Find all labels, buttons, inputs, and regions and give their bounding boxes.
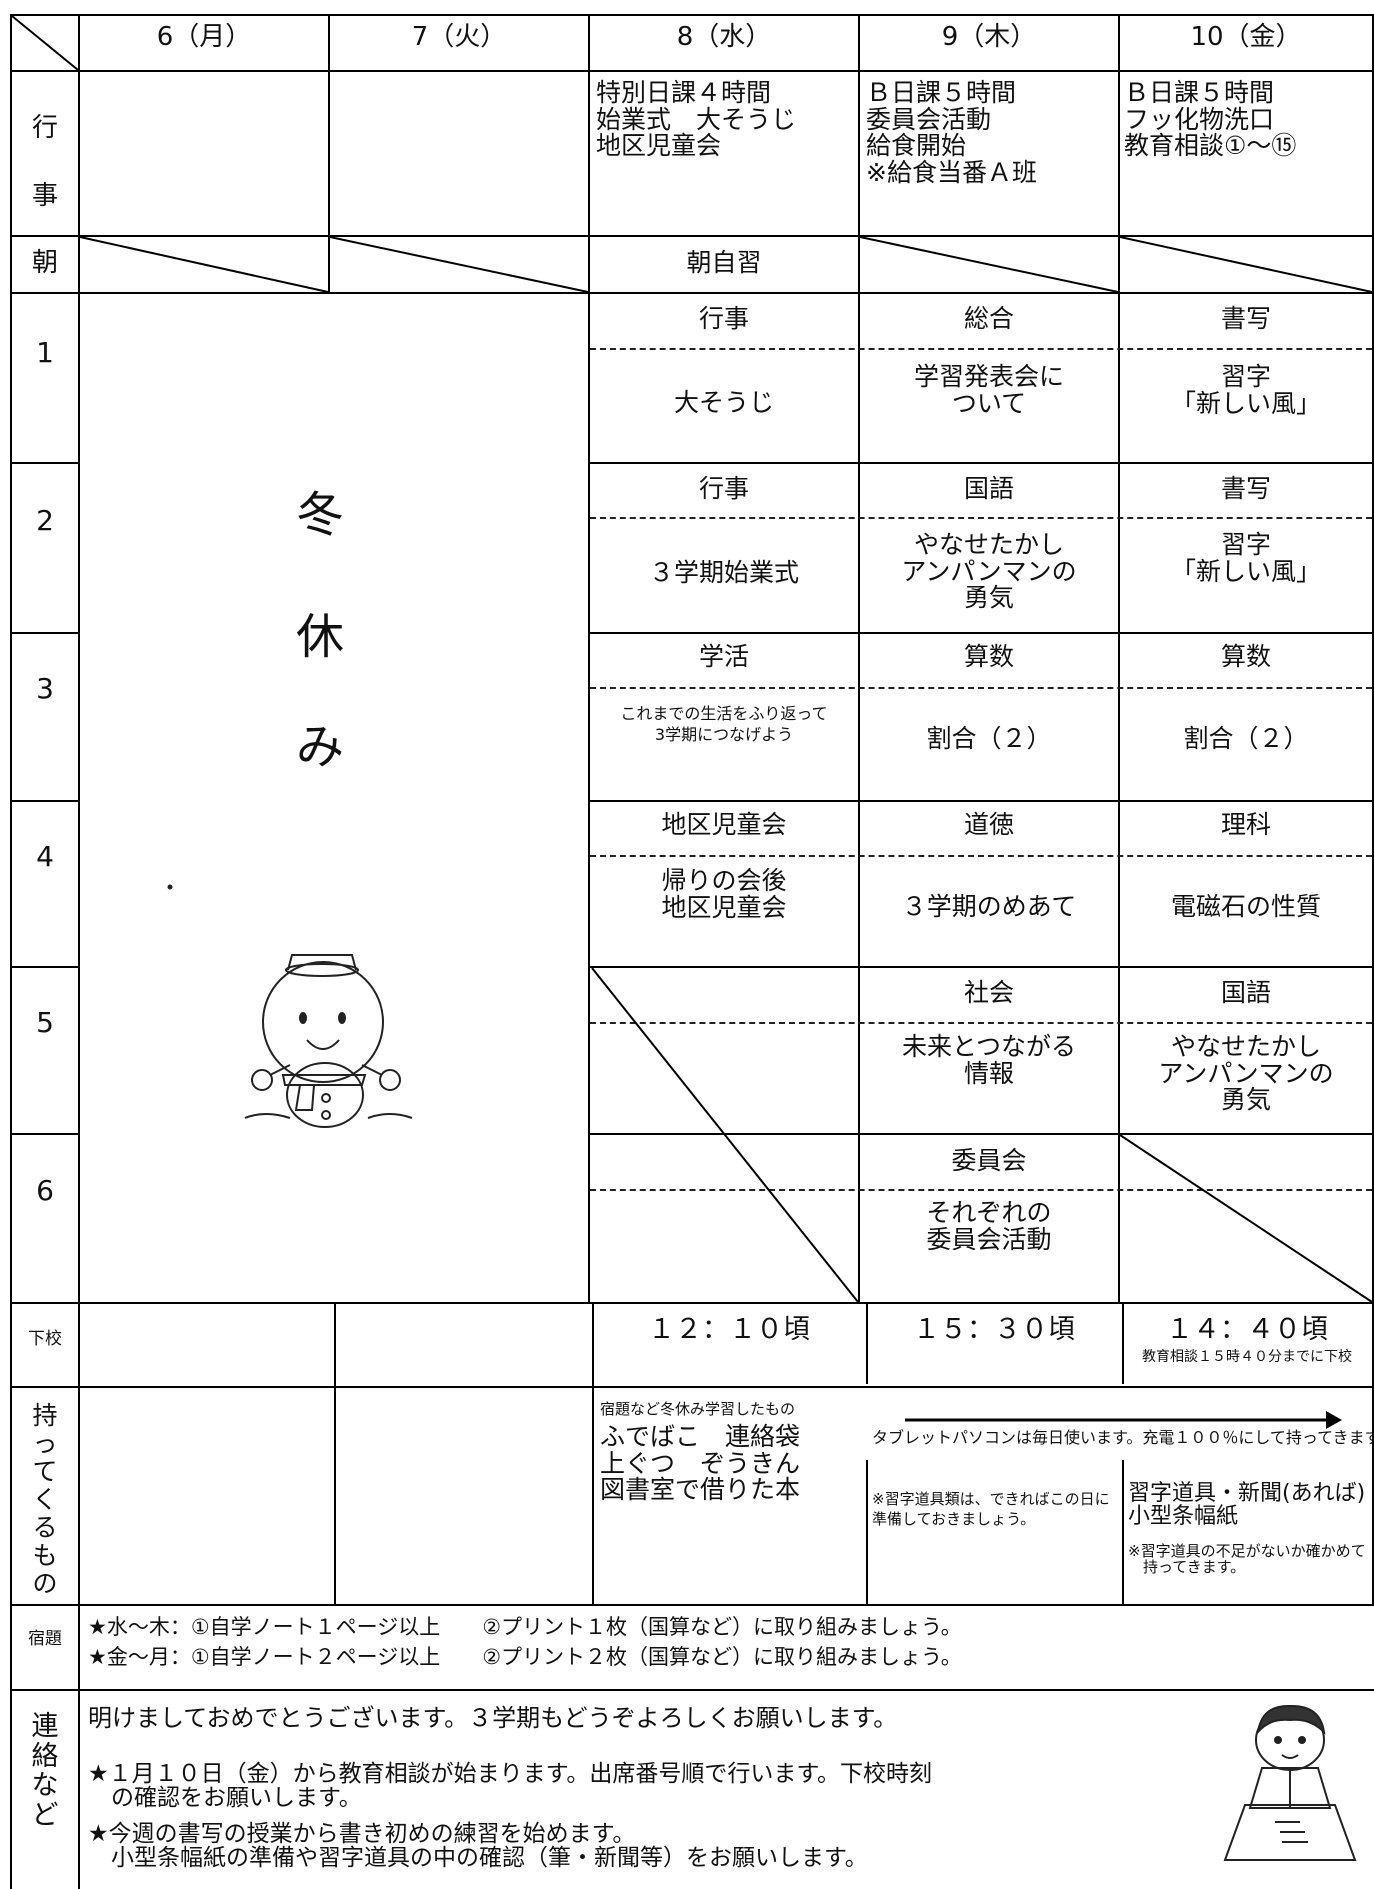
dismissal-fri: １４：４０頃 (1166, 1314, 1328, 1345)
row-label-events: 行 事 (31, 113, 58, 211)
p1-wed-content: 大そうじ (673, 388, 774, 417)
p5-fri-subject: 国語 (1220, 978, 1271, 1007)
holiday-char-2: 休 (295, 609, 344, 665)
holiday-char-3: み (295, 719, 344, 775)
day-header-thu: 9（木） (941, 22, 1037, 52)
p4-wed-subject: 地区児童会 (661, 810, 787, 839)
notes-line-2: ★１月１０日（金）から教育相談が始まります。出席番号順で行います。下校時刻 の確… (88, 1761, 933, 1812)
p2-wed-subject: 行事 (698, 474, 749, 503)
p4-wed-content: 帰りの会後 地区児童会 (661, 866, 787, 922)
p2-fri-content: 習字 「新しい風」 (1170, 530, 1321, 586)
p3-wed-content: これまでの生活をふり返って 3学期につなげよう (620, 704, 828, 744)
p2-fri-subject: 書写 (1220, 474, 1271, 503)
homework-line-1: ★水〜木：①自学ノート１ページ以上 ②プリント１枚（国算など）に取り組みましょう… (88, 1615, 962, 1639)
p3-thu-content: 割合（２） (926, 724, 1052, 753)
day-header-fri: 10（金） (1190, 22, 1302, 52)
arrow-right-icon (905, 1411, 1342, 1429)
p3-wed-subject: 学活 (698, 642, 749, 671)
p5-thu-subject: 社会 (963, 978, 1014, 1007)
day-header-tue: 7（火） (411, 22, 507, 52)
row-label-dismissal: 下校 (28, 1329, 62, 1349)
row-label-morning: 朝 (31, 248, 58, 278)
day-header-wed: 8（水） (676, 22, 772, 52)
p3-thu-subject: 算数 (963, 642, 1014, 671)
p1-thu-subject: 総合 (963, 304, 1014, 333)
p1-fri-content: 習字 「新しい風」 (1170, 362, 1321, 418)
p4-fri-content: 電磁石の性質 (1170, 892, 1321, 921)
p2-thu-content: やなせたかし アンパンマンの 勇気 (901, 530, 1077, 612)
homework-line-2: ★金〜月：①自学ノート２ページ以上 ②プリント２枚（国算など）に取り組みましょう… (88, 1645, 962, 1669)
bring-thu-note: ※習字道具類は、できればこの日に 準備しておきましょう。 (872, 1490, 1110, 1528)
bring-wed-main: ふでばこ 連絡袋 上ぐつ ぞうきん 図書室で借りた本 (600, 1422, 801, 1504)
p5-thu-content: 未来とつながる 情報 (901, 1032, 1076, 1088)
bring-fri-note: ※習字道具の不足がないか確かめて 持ってきます。 (1128, 1542, 1366, 1576)
snowman-illustration (167, 884, 413, 1128)
dismissal-thu: １５：３０頃 (913, 1314, 1075, 1345)
p5-fri-content: やなせたかし アンパンマンの 勇気 (1158, 1032, 1334, 1114)
row-label-homework: 宿題 (28, 1629, 62, 1649)
row-label-bring: 持 っ て く る も の (32, 1401, 58, 1598)
events-wed: 特別日課４時間 始業式 大そうじ 地区児童会 (596, 78, 797, 160)
dismissal-wed: １２：１０頃 (648, 1314, 810, 1345)
row-label-period-6: 6 (36, 1174, 54, 1207)
row-label-period-5: 5 (36, 1006, 54, 1039)
notes-line-3: ★今週の書写の授業から書き初めの練習を始めます。 小型条幅紙の準備や習字道具の中… (88, 1821, 868, 1872)
p6-thu-content: それぞれの 委員会活動 (926, 1198, 1052, 1254)
day-header-mon: 6（月） (156, 22, 252, 52)
calligraphy-child-illustration (1223, 1704, 1357, 1861)
row-label-period-1: 1 (36, 336, 54, 369)
bring-fri-main: 習字道具・新聞(あれば) 小型条幅紙 (1128, 1481, 1366, 1530)
bring-wed-small: 宿題など冬休み学習したもの (600, 1400, 796, 1418)
p6-thu-subject: 委員会 (951, 1146, 1027, 1175)
dismissal-fri-note: 教育相談１５時４０分までに下校 (1142, 1349, 1352, 1365)
p4-thu-subject: 道徳 (963, 810, 1014, 839)
notes-line-1: 明けましておめでとうございます。３学期もどうぞよろしくお願いします。 (88, 1704, 898, 1732)
row-label-period-4: 4 (36, 840, 54, 873)
p1-wed-subject: 行事 (698, 304, 749, 333)
p4-fri-subject: 理科 (1220, 810, 1271, 839)
morning-wed: 朝自習 (686, 248, 762, 277)
p3-fri-content: 割合（２） (1183, 724, 1309, 753)
row-label-notes: 連 絡 な ど (31, 1711, 59, 1832)
p3-fri-subject: 算数 (1220, 642, 1271, 671)
events-fri: Ｂ日課５時間 フッ化物洗口 教育相談①〜⑮ (1124, 78, 1297, 160)
bring-tablet-note: タブレットパソコンは毎日使います。充電１００％にして持ってきます。 (872, 1428, 1374, 1447)
events-thu: Ｂ日課５時間 委員会活動 給食開始 ※給食当番Ａ班 (866, 78, 1037, 187)
p2-thu-subject: 国語 (963, 474, 1014, 503)
p2-wed-content: ３学期始業式 (648, 558, 799, 587)
row-label-period-3: 3 (36, 672, 54, 705)
row-label-period-2: 2 (36, 504, 54, 537)
holiday-char-1: 冬 (295, 487, 344, 543)
p4-thu-content: ３学期のめあて (901, 892, 1077, 921)
p1-thu-content: 学習発表会に ついて (913, 362, 1064, 418)
p1-fri-subject: 書写 (1220, 304, 1271, 333)
